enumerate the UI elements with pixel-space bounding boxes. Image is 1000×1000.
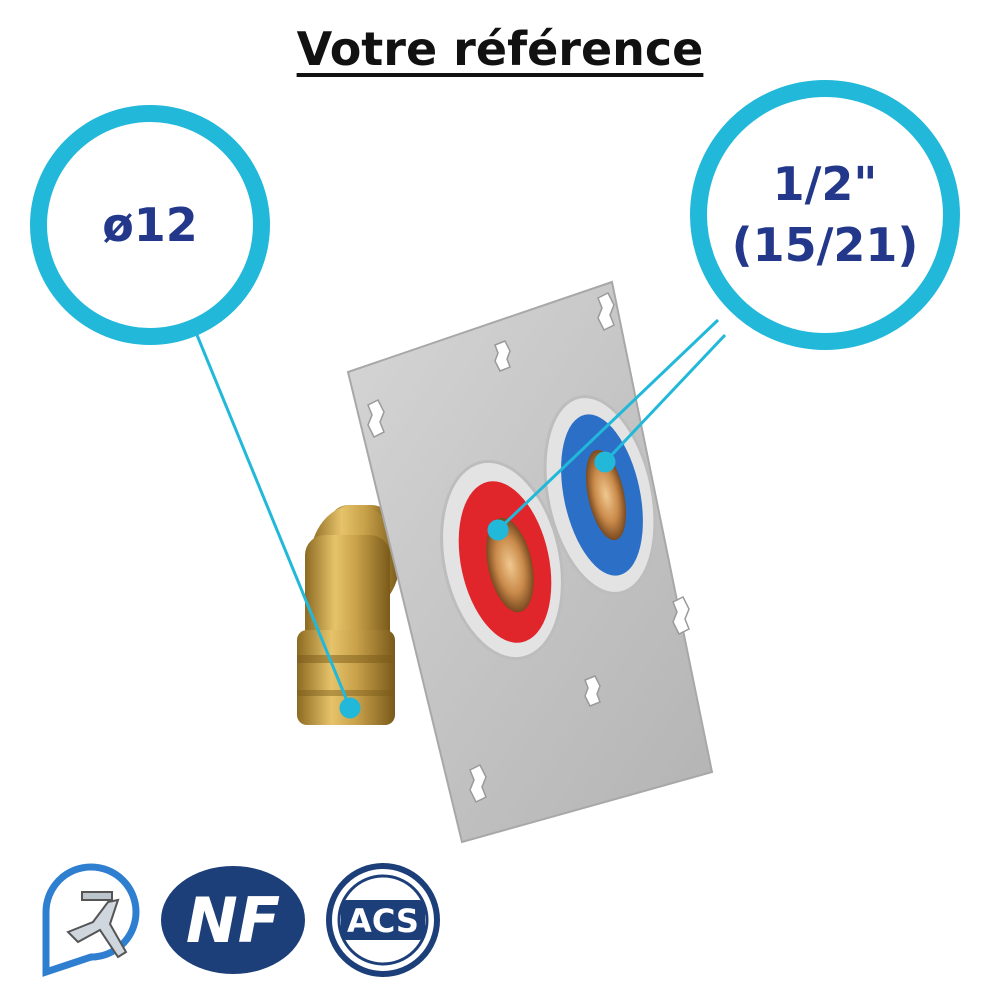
plate-screw-slots — [367, 291, 690, 804]
page-title: Votre référence — [296, 22, 704, 76]
callout-thread-size-line2: (15/21) — [731, 218, 919, 272]
nf-certification-badge: NF — [161, 866, 305, 974]
callout-thread-size: 1/2" (15/21) — [690, 80, 960, 350]
nf-badge-text: NF — [186, 884, 280, 957]
brass-elbow-fitting — [297, 505, 400, 725]
hot-water-outlet — [440, 459, 564, 661]
acs-certification-badge: ACS — [326, 863, 440, 977]
callout-thread-size-line1: 1/2" — [772, 156, 878, 211]
callout-leader-lines — [195, 318, 727, 719]
certification-logos: NF ACS — [42, 863, 440, 977]
acs-badge-text: ACS — [347, 902, 419, 940]
callout-diameter-label: ø12 — [102, 198, 198, 252]
callout-diameter: ø12 — [30, 105, 270, 345]
cold-water-outlet — [543, 395, 657, 595]
crimp-tool-icon — [42, 863, 140, 977]
